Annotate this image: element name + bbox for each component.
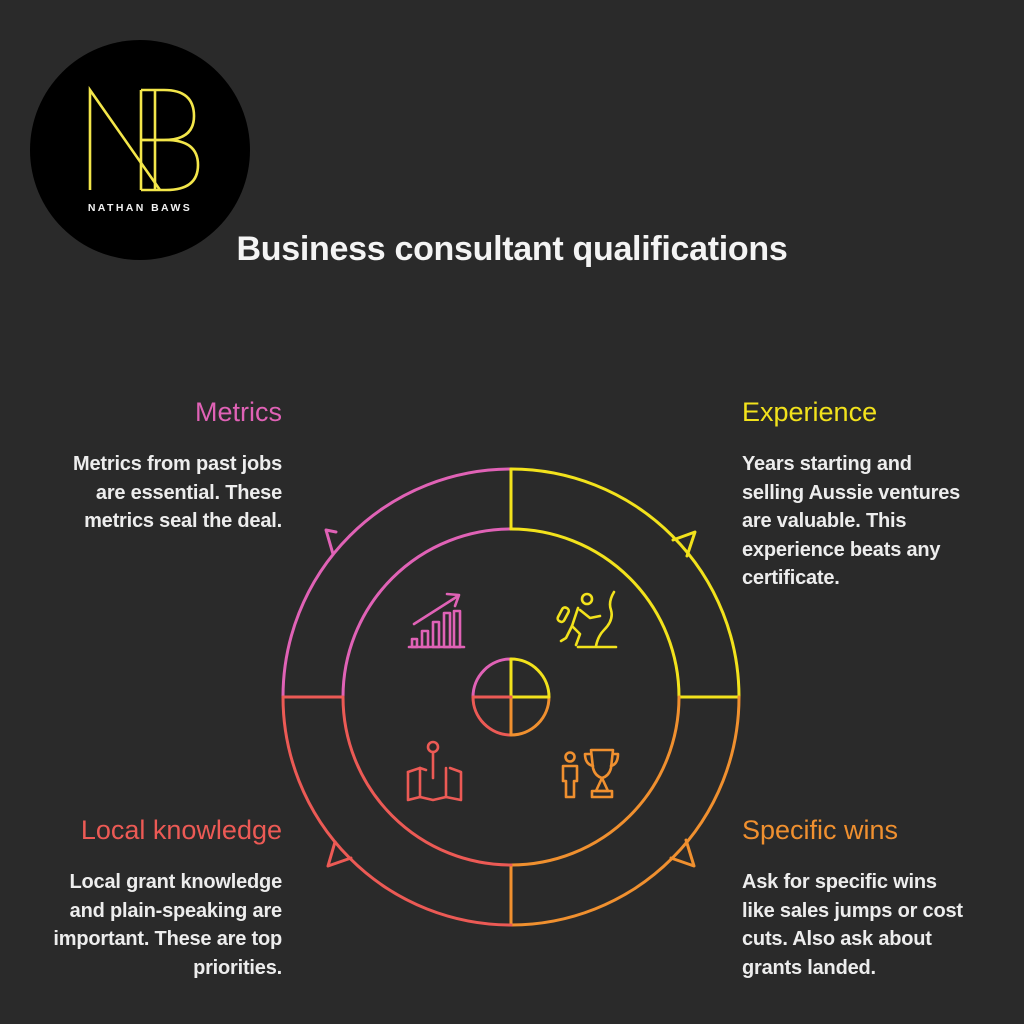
section-experience: Experience Years starting and selling Au… <box>742 396 1012 593</box>
person-trophy-icon <box>561 748 620 799</box>
page-title: Business consultant qualifications <box>236 230 788 268</box>
metrics-line: metrics seal the deal. <box>84 510 282 532</box>
local-knowledge-line: and plain-speaking are <box>69 899 283 922</box>
section-specific-wins: Specific wins Ask for specific wins like… <box>742 814 1012 982</box>
experience-line: Years starting and <box>742 453 912 475</box>
specific-wins-body: Ask for specific wins like sales jumps o… <box>742 868 1012 982</box>
experience-line: experience beats any <box>742 538 941 561</box>
quadrant-metrics <box>281 467 513 699</box>
specific-wins-heading: Specific wins <box>742 815 899 845</box>
growth-chart-icon <box>407 592 466 649</box>
experience-heading: Experience <box>742 397 878 427</box>
metrics-line: Metrics from past jobs <box>73 453 282 475</box>
local-knowledge-heading: Local knowledge <box>80 815 282 845</box>
quadrant-local-knowledge <box>281 695 513 927</box>
experience-line: are valuable. This <box>742 510 907 532</box>
experience-line: certificate. <box>742 567 840 589</box>
section-local-knowledge: Local knowledge Local grant knowledge an… <box>12 814 282 982</box>
climber-icon <box>556 590 618 649</box>
quadrant-experience <box>509 467 741 699</box>
metrics-heading: Metrics <box>195 397 282 427</box>
local-knowledge-body: Local grant knowledge and plain-speaking… <box>12 868 282 982</box>
metrics-body: Metrics from past jobs are essential. Th… <box>12 450 282 536</box>
local-knowledge-line: important. These are top <box>53 928 282 950</box>
nb-monogram-icon <box>88 85 200 192</box>
section-metrics: Metrics Metrics from past jobs are essen… <box>12 396 282 536</box>
local-knowledge-line: priorities. <box>193 956 282 979</box>
specific-wins-line: cuts. Also ask about <box>742 928 932 950</box>
experience-body: Years starting and selling Aussie ventur… <box>742 450 1012 593</box>
local-knowledge-line: Local grant knowledge <box>69 871 283 893</box>
specific-wins-line: grants landed. <box>742 956 876 979</box>
logo: NATHAN BAWS <box>30 40 250 260</box>
center-circle-icon <box>471 657 551 737</box>
specific-wins-line: like sales jumps or cost <box>742 899 963 922</box>
quadrant-specific-wins <box>509 695 741 927</box>
logo-name: NATHAN BAWS <box>87 202 193 214</box>
experience-line: selling Aussie ventures <box>742 481 961 504</box>
specific-wins-line: Ask for specific wins <box>742 871 937 893</box>
map-pin-icon <box>406 740 463 802</box>
metrics-line: are essential. These <box>95 481 282 504</box>
